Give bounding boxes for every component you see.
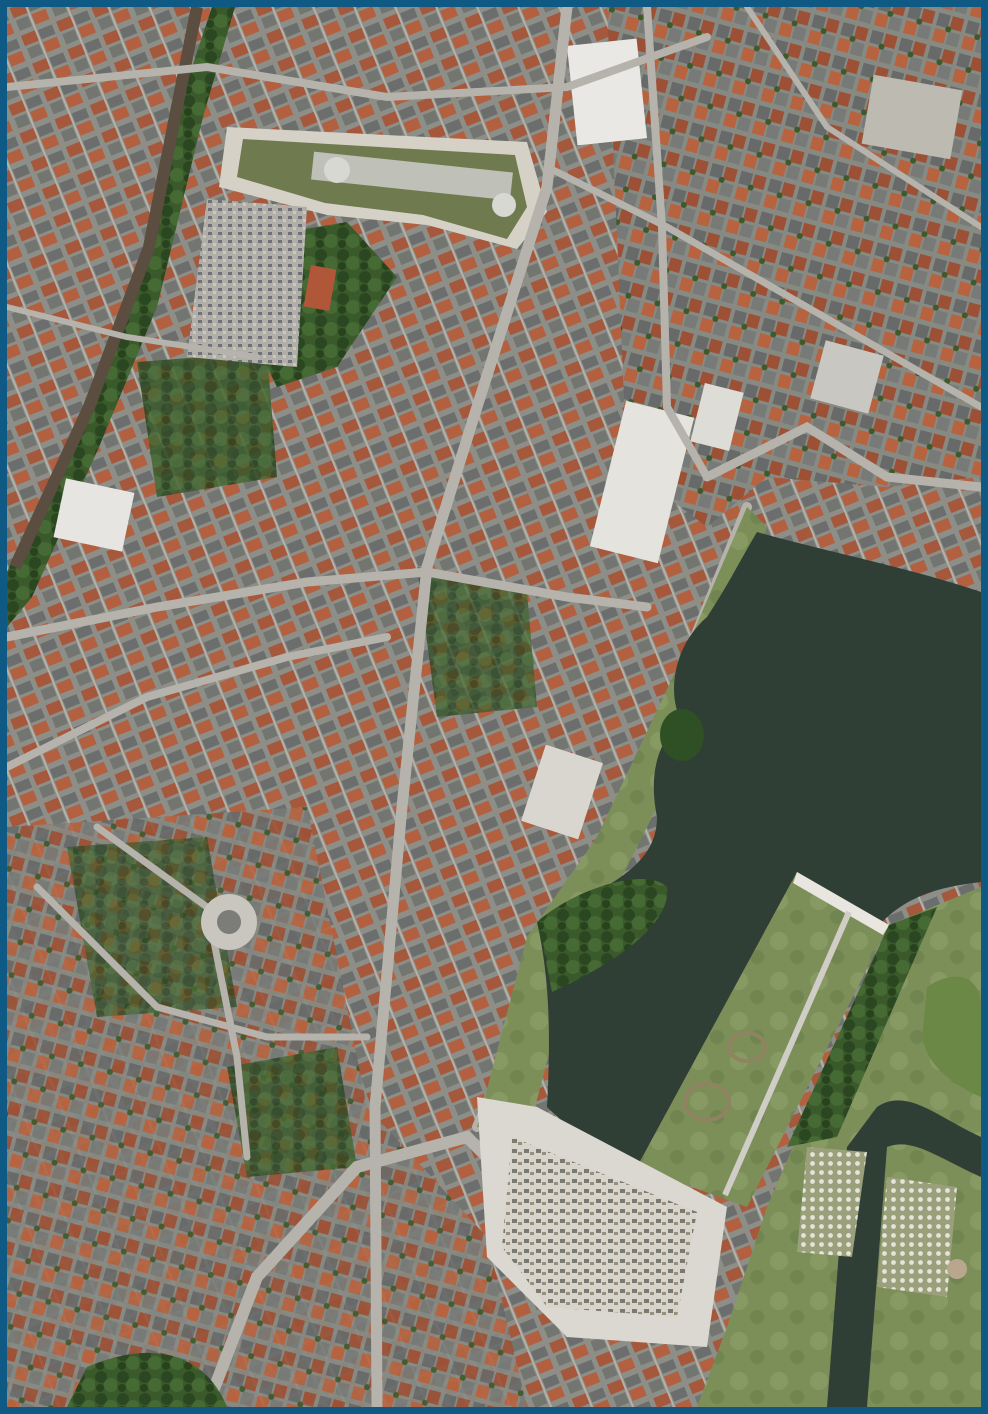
roof-skylights: [311, 151, 513, 201]
lake-shore-trees: [537, 879, 668, 992]
sports-court: [303, 265, 337, 311]
tree-cluster: [137, 352, 277, 497]
meadow-ring: [727, 1031, 767, 1063]
hall-roof: [690, 383, 744, 451]
peninsula-path: [722, 910, 852, 1197]
garden-lawn: [922, 976, 981, 1097]
roof-dome: [492, 193, 516, 217]
aerial-map[interactable]: [7, 7, 981, 1407]
railway: [9, 7, 203, 570]
office-block: [810, 340, 884, 414]
tree-cluster: [67, 837, 237, 1017]
garden-canal: [827, 1100, 981, 1407]
orchard: [797, 1147, 867, 1257]
roof-dome: [324, 157, 350, 183]
hall-roof: [53, 478, 135, 552]
southern-trees: [67, 1352, 227, 1407]
green-roof: [237, 139, 527, 239]
hall-roof: [589, 400, 695, 564]
roundabout-courtyard: [217, 910, 241, 934]
market-stalls: [502, 1137, 697, 1317]
meadow-ring: [683, 1082, 731, 1122]
orchard: [877, 1177, 957, 1297]
office-block: [521, 744, 603, 840]
parking-lot: [187, 199, 307, 367]
tree-cluster: [227, 1047, 357, 1177]
peninsula-promenade: [793, 872, 889, 935]
hall-roof: [566, 38, 648, 146]
garden-tree-belt: [787, 907, 937, 1147]
garden-pavilion: [947, 1259, 967, 1279]
lake: [537, 532, 981, 1167]
lake-island-trees: [660, 709, 704, 761]
tree-cluster: [417, 567, 537, 717]
market-square: [861, 74, 963, 160]
